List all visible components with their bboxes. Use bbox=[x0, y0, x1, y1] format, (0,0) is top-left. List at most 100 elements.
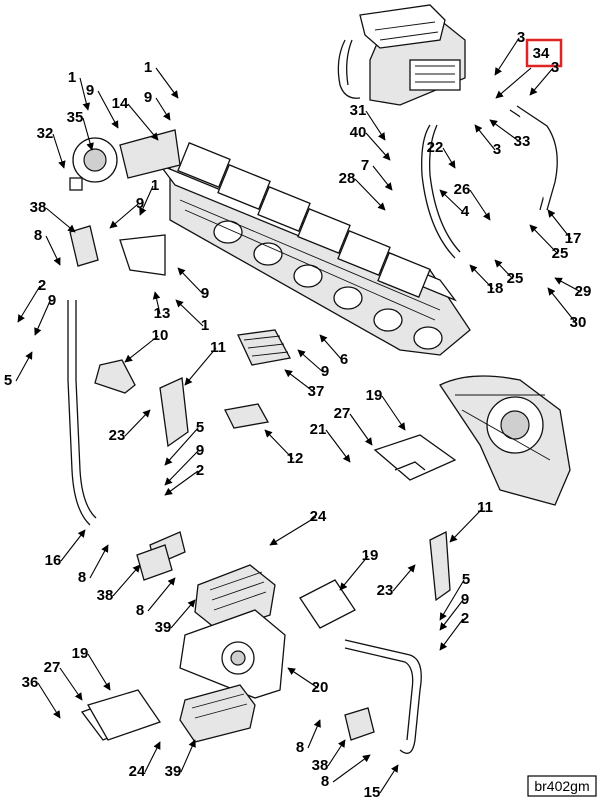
callout-leader-33 bbox=[489, 119, 521, 143]
callout-15: 15 bbox=[364, 784, 381, 800]
callout-14: 14 bbox=[112, 95, 129, 112]
callout-17: 17 bbox=[565, 230, 582, 247]
callout-leader-25 bbox=[529, 224, 559, 255]
callout-2: 2 bbox=[38, 277, 46, 294]
callout-32: 32 bbox=[37, 125, 54, 142]
callout-leader-2 bbox=[164, 470, 199, 496]
callout-25: 25 bbox=[507, 270, 524, 287]
callout-leader-12 bbox=[264, 429, 294, 460]
callout-leader-28 bbox=[354, 178, 386, 211]
callout-leader-38 bbox=[45, 207, 76, 233]
callout-1: 1 bbox=[144, 59, 152, 76]
callout-leader-14 bbox=[127, 103, 159, 141]
callout-leader-9 bbox=[97, 90, 119, 129]
callout-9: 9 bbox=[86, 82, 94, 99]
cylinder-head-assembly bbox=[158, 142, 471, 356]
air-intake-housing bbox=[337, 4, 466, 106]
callout-leader-4 bbox=[439, 189, 464, 213]
callout-1: 1 bbox=[151, 177, 159, 194]
callout-leader-9 bbox=[155, 97, 171, 121]
callout-leader-1 bbox=[139, 185, 154, 216]
callout-7: 7 bbox=[361, 157, 369, 174]
callout-11: 11 bbox=[210, 339, 226, 356]
tube-assemblies bbox=[67, 105, 558, 754]
callout-leader-25 bbox=[494, 259, 514, 280]
callout-4: 4 bbox=[461, 203, 470, 220]
callout-leader-2 bbox=[439, 618, 464, 651]
callout-leader-11 bbox=[449, 507, 484, 543]
callout-leader-13 bbox=[152, 291, 161, 315]
callout-leader-9 bbox=[439, 599, 464, 631]
callout-leader-23 bbox=[392, 564, 416, 592]
highlight-box bbox=[525, 38, 563, 68]
callout-27: 27 bbox=[334, 405, 351, 422]
callout-2: 2 bbox=[461, 610, 469, 627]
callout-leader-8 bbox=[147, 577, 176, 612]
callout-19: 19 bbox=[72, 645, 89, 662]
callout-leader-11 bbox=[184, 347, 217, 386]
callout-leader-24 bbox=[269, 516, 317, 546]
callout-leader-6 bbox=[319, 334, 343, 361]
callout-1: 1 bbox=[68, 69, 76, 86]
callout-leader-8 bbox=[89, 544, 109, 579]
gaskets-and-plates bbox=[80, 234, 457, 741]
callout-5: 5 bbox=[4, 372, 12, 389]
callout-leader-39 bbox=[170, 599, 196, 629]
callout-38: 38 bbox=[30, 199, 47, 216]
callout-leader-30 bbox=[547, 287, 577, 324]
callout-leader-2 bbox=[17, 285, 41, 323]
callout-leader-23 bbox=[124, 409, 151, 437]
air-intake-manifolds bbox=[179, 564, 286, 743]
callout-9: 9 bbox=[201, 285, 209, 302]
callout-16: 16 bbox=[45, 552, 62, 569]
callout-leader-10 bbox=[124, 335, 159, 363]
callout-10: 10 bbox=[152, 327, 169, 344]
callout-leader-27 bbox=[349, 413, 373, 446]
callout-leader-22 bbox=[442, 147, 456, 169]
callout-leader-1 bbox=[155, 67, 179, 99]
callout-leader-40 bbox=[365, 132, 391, 161]
callout-leader-34 bbox=[495, 67, 532, 99]
callout-leader-3 bbox=[474, 124, 496, 151]
drawing-code-box bbox=[527, 775, 597, 797]
callout-37: 37 bbox=[308, 383, 325, 400]
callout-leader-32 bbox=[52, 133, 66, 169]
callout-31: 31 bbox=[350, 102, 367, 119]
callout-9: 9 bbox=[48, 292, 56, 309]
callout-leader-8 bbox=[45, 235, 61, 266]
callout-39: 39 bbox=[155, 619, 172, 636]
callout-leader-1 bbox=[175, 299, 204, 327]
callout-leader-8 bbox=[332, 754, 371, 783]
callout-leader-38 bbox=[112, 564, 141, 597]
callout-leader-19 bbox=[87, 653, 111, 691]
callout-leader-36 bbox=[37, 682, 61, 719]
callout-3: 3 bbox=[493, 141, 501, 158]
callout-3: 3 bbox=[551, 59, 559, 76]
callout-19: 19 bbox=[366, 387, 383, 404]
callout-23: 23 bbox=[109, 427, 126, 444]
callout-leader-9 bbox=[297, 349, 324, 373]
callout-leader-26 bbox=[469, 189, 491, 221]
callout-leader-5 bbox=[15, 351, 33, 382]
callout-13: 13 bbox=[154, 305, 171, 322]
callout-8: 8 bbox=[34, 227, 42, 244]
callout-leader-29 bbox=[554, 277, 582, 293]
callout-12: 12 bbox=[287, 450, 304, 467]
callout-24: 24 bbox=[310, 508, 327, 525]
callout-8: 8 bbox=[136, 602, 144, 619]
callout-38: 38 bbox=[97, 587, 114, 604]
callout-leader-19 bbox=[339, 555, 369, 591]
callout-26: 26 bbox=[454, 181, 471, 198]
callout-leader-24 bbox=[144, 741, 161, 773]
callout-leader-9 bbox=[109, 203, 139, 229]
callout-leader-7 bbox=[372, 165, 393, 191]
callout-leader-31 bbox=[365, 110, 386, 141]
callout-leader-39 bbox=[180, 739, 196, 773]
callout-19: 19 bbox=[362, 547, 379, 564]
callout-leader-35 bbox=[82, 117, 94, 151]
callout-leader-3 bbox=[494, 37, 520, 76]
hose-sleeves bbox=[69, 225, 375, 741]
callout-leader-37 bbox=[284, 369, 315, 393]
callout-9: 9 bbox=[144, 89, 152, 106]
